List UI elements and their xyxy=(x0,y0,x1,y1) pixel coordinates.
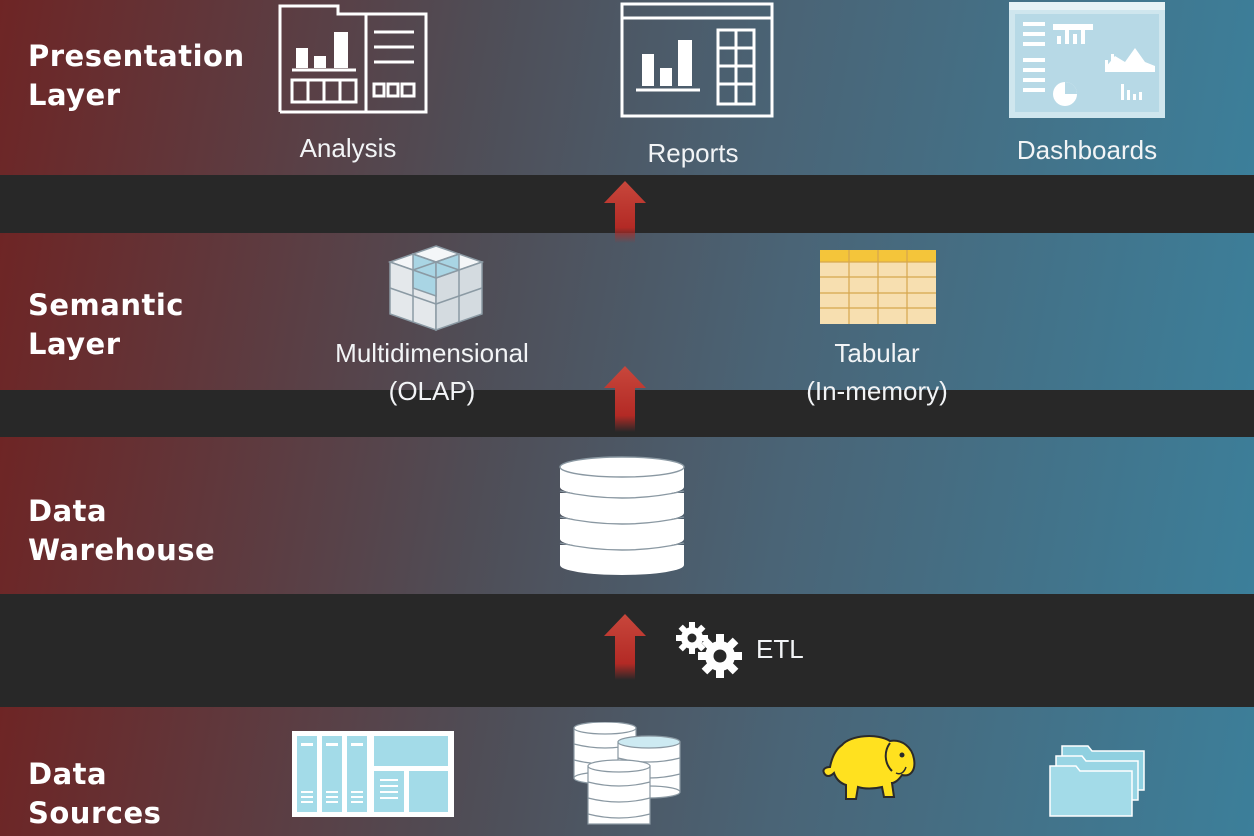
tabular-icon xyxy=(820,250,936,324)
up-arrow-icon xyxy=(604,614,646,680)
title-line: Data xyxy=(28,757,108,791)
presentation-layer-title: Presentation Layer xyxy=(28,37,245,115)
multidimensional-label: Multidimensional (OLAP) xyxy=(292,334,572,410)
title-line: Layer xyxy=(28,327,121,361)
gears-icon xyxy=(676,622,742,678)
hadoop-elephant-icon xyxy=(822,735,916,800)
semantic-layer-title: Semantic Layer xyxy=(28,286,184,364)
data-warehouse-title: Data Warehouse xyxy=(28,492,215,570)
analysis-label: Analysis xyxy=(299,133,397,163)
title-line: Data xyxy=(28,494,108,528)
reports-icon xyxy=(620,2,774,118)
label-line: (In-memory) xyxy=(806,376,948,406)
title-line: Sources xyxy=(28,796,162,830)
title-line: Warehouse xyxy=(28,533,216,567)
title-line: Semantic xyxy=(28,288,184,322)
up-arrow-icon xyxy=(604,366,646,432)
cube-icon xyxy=(387,245,485,332)
tabular-label: Tabular (In-memory) xyxy=(757,334,997,410)
server-rack-icon xyxy=(292,731,454,817)
label-line: (OLAP) xyxy=(388,376,476,406)
multiple-databases-icon xyxy=(573,722,681,825)
dashboards-label: Dashboards xyxy=(1016,135,1158,165)
dashboards-icon xyxy=(1009,2,1165,118)
flat-files-icon xyxy=(1049,745,1145,817)
up-arrow-icon xyxy=(604,181,646,243)
semantic-layer-band xyxy=(0,233,1254,390)
label-line: Multidimensional xyxy=(335,338,529,368)
title-line: Presentation xyxy=(28,39,245,73)
database-icon xyxy=(559,456,685,575)
label-line: Tabular xyxy=(834,338,920,368)
reports-label: Reports xyxy=(647,138,739,168)
title-line: Layer xyxy=(28,78,121,112)
etl-label: ETL xyxy=(756,634,804,664)
analysis-icon xyxy=(278,4,428,114)
data-sources-title: Data Sources xyxy=(28,755,161,833)
